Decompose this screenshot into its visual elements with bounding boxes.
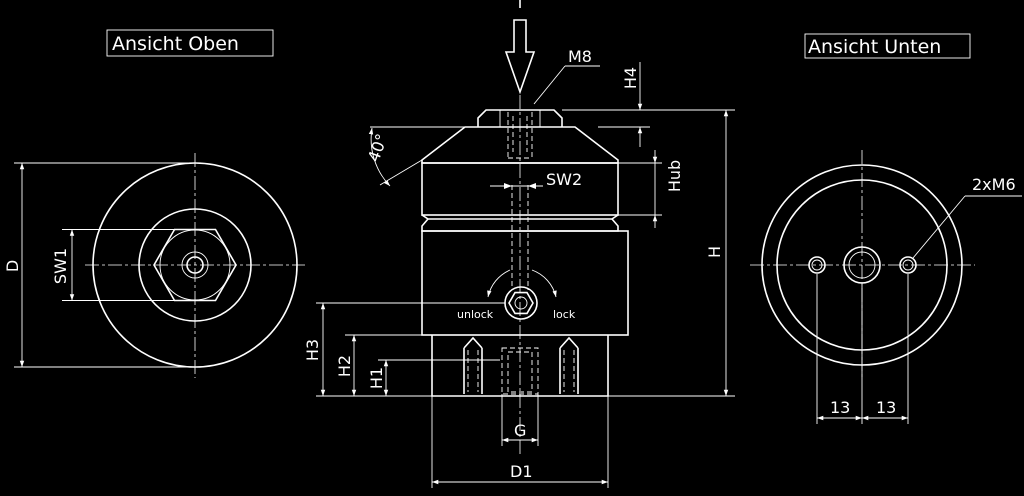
- bottom-view-center-bore-thread: [848, 251, 876, 279]
- base-thread-stud-left: [463, 336, 483, 394]
- lock-label: lock: [553, 308, 576, 321]
- lock-arrow: [531, 269, 557, 298]
- top-view-thread-outer: [181, 251, 209, 279]
- m8-label: M8: [568, 47, 592, 66]
- top-view-title-frame: [106, 29, 274, 57]
- bottom-view-hole-right-thread: [902, 259, 914, 271]
- dim-sw2-label: SW2: [546, 170, 582, 189]
- dim-d1-label: D1: [510, 462, 533, 481]
- bottom-view-center-bore: [843, 246, 881, 284]
- angle-label: 40°: [364, 131, 392, 164]
- top-view-hex-chamfer: [159, 229, 231, 301]
- plunger-body: [421, 162, 619, 216]
- force-arrow-body: [504, 19, 536, 95]
- top-view-hex-nut: [153, 228, 237, 302]
- m6-leader: [912, 195, 966, 259]
- dim-13-right-label: 13: [876, 398, 896, 417]
- bottom-view-title: Ansicht Unten: [808, 36, 941, 58]
- dim-hub-label: Hub: [665, 160, 684, 192]
- bottom-view-hole-right: [899, 256, 917, 274]
- dim-h-label: H: [705, 246, 724, 258]
- dim-g-label: G: [514, 421, 526, 440]
- base-thread-stud-left-hatch: [467, 350, 479, 392]
- housing-body: [421, 230, 629, 336]
- angle-arc: [368, 127, 391, 187]
- bottom-view-hole-left: [808, 256, 826, 274]
- base-thread-g: [501, 347, 539, 395]
- plunger-groove: [421, 214, 619, 220]
- dim-sw1-label: SW1: [51, 248, 70, 284]
- lock-screw-core: [514, 296, 528, 310]
- dim-h4-label: H4: [621, 67, 640, 89]
- dim-sw2-arrow-left: [504, 183, 512, 189]
- front-view: unlock lock M8 H4 40° SW2: [303, 0, 735, 488]
- m6-label: 2xM6: [972, 175, 1016, 194]
- top-view-thread-core: [186, 256, 204, 274]
- cap-nut: [477, 109, 563, 127]
- base-spigot: [431, 335, 609, 397]
- bottom-view-title-frame: [804, 33, 971, 59]
- dim-d-label: D: [3, 260, 22, 272]
- top-view: Ansicht Oben D SW1: [3, 29, 305, 378]
- dim-13-left-label: 13: [830, 398, 850, 417]
- top-view-inner-circle: [138, 208, 252, 322]
- base-thread-stud-right: [559, 336, 579, 394]
- dim-sw2-arrow-right: [528, 183, 536, 189]
- dim-h3-label: H3: [303, 339, 322, 361]
- m8-leader: [533, 65, 566, 105]
- bottom-view-hole-left-thread: [811, 259, 823, 271]
- top-view-outer-circle: [92, 162, 298, 368]
- bottom-view: Ansicht Unten 2xM6 13 13: [750, 33, 1022, 424]
- dim-h2-label: H2: [335, 355, 354, 377]
- base-thread-g-core: [507, 351, 533, 393]
- top-view-title: Ansicht Oben: [112, 33, 239, 55]
- dim-h1-label: H1: [367, 367, 386, 389]
- base-thread-stud-right-hatch: [563, 350, 575, 392]
- unlock-label: unlock: [457, 308, 494, 321]
- lock-screw-hex: [508, 291, 534, 315]
- unlock-arrow: [487, 269, 511, 298]
